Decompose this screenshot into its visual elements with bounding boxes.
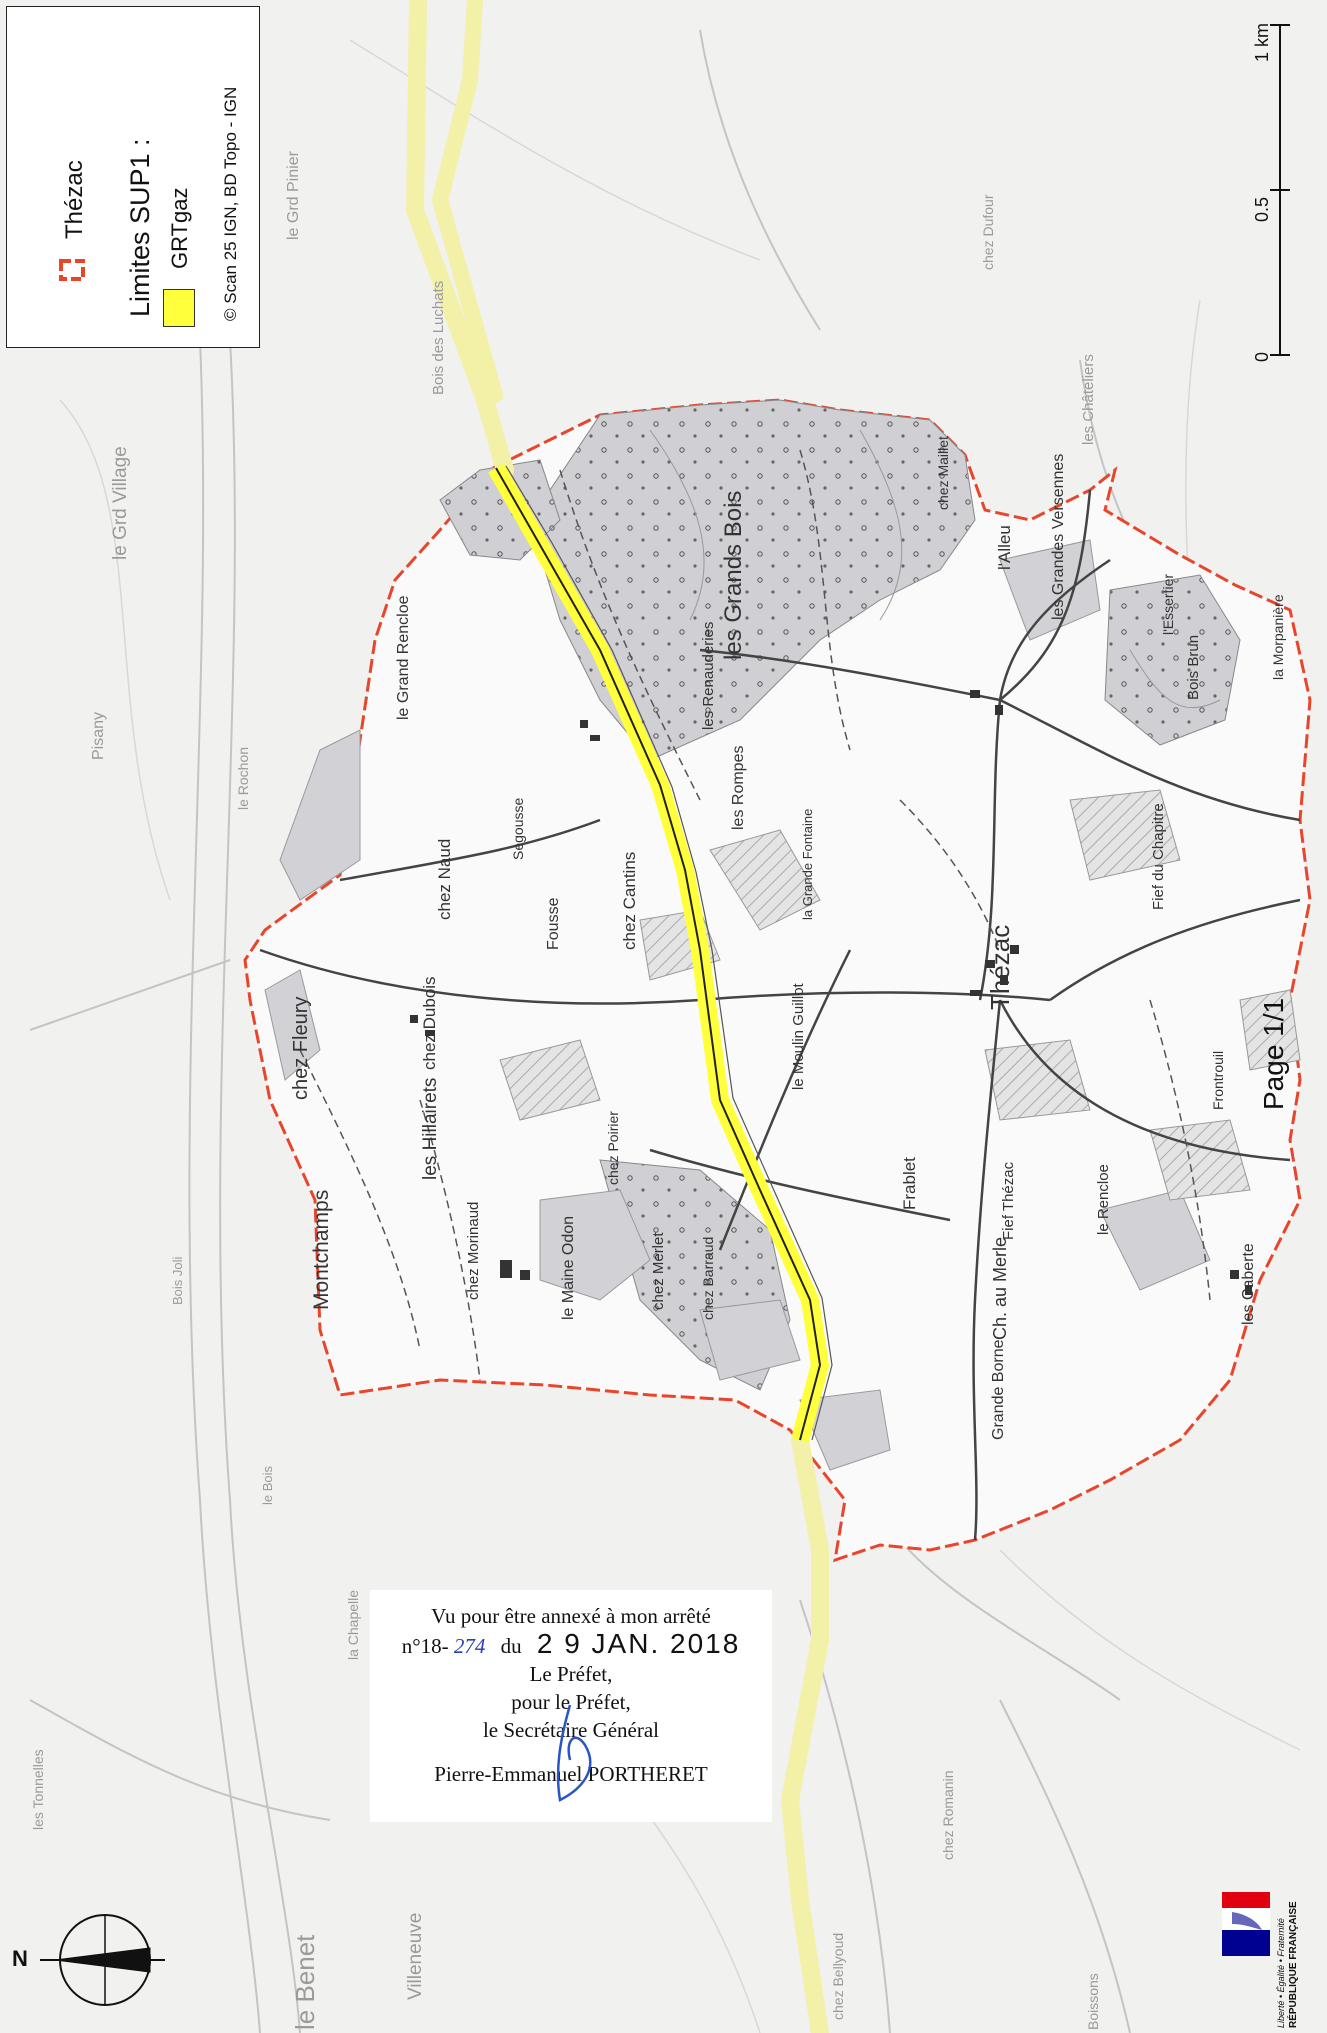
grtgaz-pipeline-outside [405,0,829,2033]
place-name: Grande Borne [990,1339,1007,1440]
grtgaz-swatch [163,289,195,327]
building-clusters [410,690,1252,1295]
republic-motto: Liberté • Égalité • Fraternité [1276,1918,1286,2028]
stamp-number-prefix: n°18- [401,1634,449,1658]
commune-boundary-swatch [59,259,85,281]
stamp-line1: Vu pour être annexé à mon arrêté [431,1604,711,1628]
place-name: chez Naud [435,838,454,920]
place-name: chez Merlet [650,1232,667,1310]
stamp-signatory: Pierre-Emmanuel PORTHERET [434,1762,708,1786]
grtgaz-pipeline-edge [505,465,833,1441]
place-name: Montchamps [310,1189,333,1310]
place-name: le Benet [290,1934,320,2030]
tracks [299,449,1211,1381]
place-name: Bois Joli [170,1256,185,1305]
place-name: chez Morinaud [465,1201,482,1300]
place-name: Frablet [900,1157,919,1210]
place-name: le Rochon [235,746,251,810]
place-name: le Grd Village [110,446,131,560]
place-name: Bois Brun [1185,634,1202,700]
place-name: Boissons [1085,1973,1101,2030]
stamp-du: du [500,1634,522,1658]
place-name: le Moulin Guillot [790,983,807,1090]
place-name: Fief Thézac [1000,1161,1017,1240]
place-name: Villeneuve [405,1912,426,2000]
scale-label-1km: 1 km [1252,22,1272,62]
place-name: chez Dubois [420,976,439,1070]
prefecture-stamp: Vu pour être annexé à mon arrêté n°18- 2… [370,1590,772,1822]
scale-label-half: 0.5 [1252,196,1272,222]
place-name: Frontrouil [1210,1050,1226,1110]
place-name: le Grand Rencloe [395,595,412,720]
place-name: les Caberte [1240,1243,1257,1325]
place-name: Pisany [90,711,107,760]
place-name: Fief du Chapitre [1150,803,1167,910]
scale-bar [1270,24,1290,356]
place-name: l'Alleu [995,525,1014,570]
signature-scribble [556,1704,592,1802]
place-name: l'Essertier [1160,573,1176,635]
place-name: Fousse [545,897,562,950]
place-name: le Maine Odon [560,1215,577,1320]
place-name: chez Maillet [935,436,951,510]
place-name: la Morpanière [1270,594,1286,680]
legend-commune-label: Thézac [61,160,88,239]
place-name: Bois des Luchats [430,280,447,395]
place-name: chez Dufour [980,194,996,270]
stamp-line3: Le Préfet, [529,1662,613,1686]
woodland-areas [439,399,1241,1391]
place-name: chez Cantins [620,851,639,950]
north-arrow [40,1914,165,2006]
republic-name: RÉPUBLIQUE FRANÇAISE [1288,1901,1299,2028]
place-name: Ch. au Merle [990,1236,1010,1340]
stamp-number-handwritten: 274 [453,1634,486,1658]
marianne-logo [1222,1892,1270,1956]
place-name: le Grd Pinier [285,151,302,240]
north-label: N [12,1946,28,1971]
place-name: le Rencloe [1095,1164,1112,1235]
page-label: Page 1/1 [1258,997,1289,1110]
place-name: la Chapelle [345,1589,361,1660]
place-name: les Grandes Versennes [1050,453,1067,620]
place-name: la Grande Fontaine [800,808,815,920]
legend-source: © Scan 25 IGN, BD Topo - IGN [221,86,240,321]
legend-limits-title: Limites SUP1 : [125,138,155,317]
place-name: chez Romanin [940,1770,956,1861]
legend: Thézac Limites SUP1 : GRTgaz © Scan 25 I… [6,6,260,348]
contours [649,429,1221,709]
place-name: chez Poirier [605,1111,621,1185]
place-name: les Hillairets [420,1077,441,1180]
place-name: chez Fleury [290,996,312,1100]
grey-fields [264,539,1211,1471]
place-name: les Châteliers [1080,354,1097,445]
place-name: les Rompes [730,745,747,830]
place-name: les Grands Bois [720,490,747,660]
place-name: chez Bellyoud [830,1932,846,2020]
place-name: Thézac [985,924,1015,1010]
stamp-line5: le Secrétaire Général [482,1718,660,1742]
grtgaz-pipeline-centerline [495,467,822,1441]
stamp-number-line: n°18- 274 du 2 9 JAN. 2018 [370,1630,772,1660]
legend-grtgaz-label: GRTgaz [167,187,192,269]
place-name: les Tonnelles [30,1749,46,1830]
roads [259,489,1301,1541]
place-name: Segousse [510,797,526,860]
stamp-date: 2 9 JAN. 2018 [536,1628,741,1659]
place-name: le Bois [260,1465,275,1505]
place-name: les Renauderies [700,621,717,730]
place-name: chez Barraud [700,1236,716,1320]
scale-label-0: 0 [1252,351,1272,362]
stamp-line4: pour le Préfet, [511,1690,631,1714]
